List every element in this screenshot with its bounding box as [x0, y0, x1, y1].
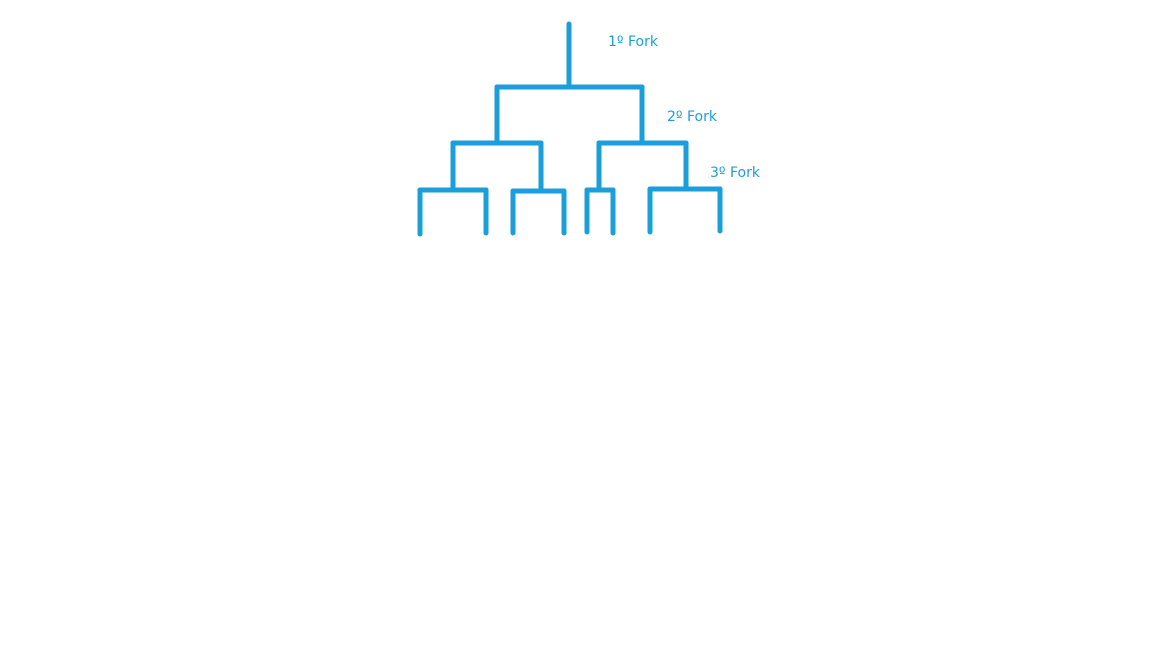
- fork-3-label: 3º Fork: [710, 165, 760, 181]
- fork-2-label: 2º Fork: [667, 109, 717, 125]
- fork-1-label: 1º Fork: [608, 34, 658, 50]
